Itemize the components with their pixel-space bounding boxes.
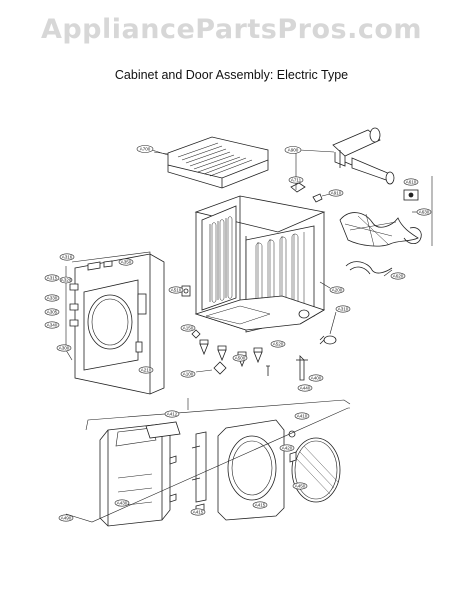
callout-label: A415 (255, 503, 266, 508)
callout-label: A510 (171, 288, 182, 293)
callout-label: A300 (59, 346, 70, 351)
callout-label: A410 (297, 414, 308, 419)
callout-label: A630 (419, 210, 430, 215)
callout-label: A400 (311, 376, 322, 381)
callout-label: A420 (282, 446, 293, 451)
exhaust-duct-part (332, 127, 395, 185)
callout-label: A415 (193, 510, 204, 515)
callout-label: A520 (273, 342, 284, 347)
top-cover-part (167, 136, 269, 189)
callout-label: A430 (117, 501, 128, 506)
callout-labels: A700 A900 A711 A910 A610 A630 A620 A200 … (44, 145, 432, 522)
callout-label: A320 (61, 278, 72, 283)
callout-label: A310 (338, 307, 349, 312)
callout-label: A450 (295, 484, 306, 489)
callout-label: A200 (332, 288, 343, 293)
callout-label: A340 (47, 323, 58, 328)
callout-label: A316 (62, 255, 73, 260)
callout-label: A315 (47, 276, 58, 281)
grouping-lines (65, 151, 433, 523)
door-assembly-part (99, 419, 341, 527)
callout-label: A490 (61, 516, 72, 521)
callout-label: A150 (183, 326, 194, 331)
diagram-title: Cabinet and Door Assembly: Electric Type (114, 68, 349, 82)
callout-label: A700 (140, 147, 151, 152)
callout-label: A711 (291, 178, 302, 183)
callout-label: A305 (47, 310, 58, 315)
bracket-part (290, 182, 323, 203)
wire-harness-part (339, 189, 422, 275)
callout-label: A610 (406, 180, 417, 185)
callout-label: A350 (121, 260, 132, 265)
callout-label: A100 (183, 372, 194, 377)
callout-label: A910 (331, 191, 342, 196)
cabinet-part (181, 195, 337, 381)
callout-label: A330 (47, 296, 58, 301)
watermark: AppliancePartsPros.com (40, 14, 423, 45)
callout-label: A412 (167, 412, 178, 417)
callout-label: A210 (141, 368, 152, 373)
callout-label: A440 (300, 386, 311, 391)
callout-label: A620 (393, 274, 404, 279)
callout-label: A500 (235, 356, 246, 361)
callout-label: A900 (288, 148, 299, 153)
front-panel-part (69, 253, 165, 395)
